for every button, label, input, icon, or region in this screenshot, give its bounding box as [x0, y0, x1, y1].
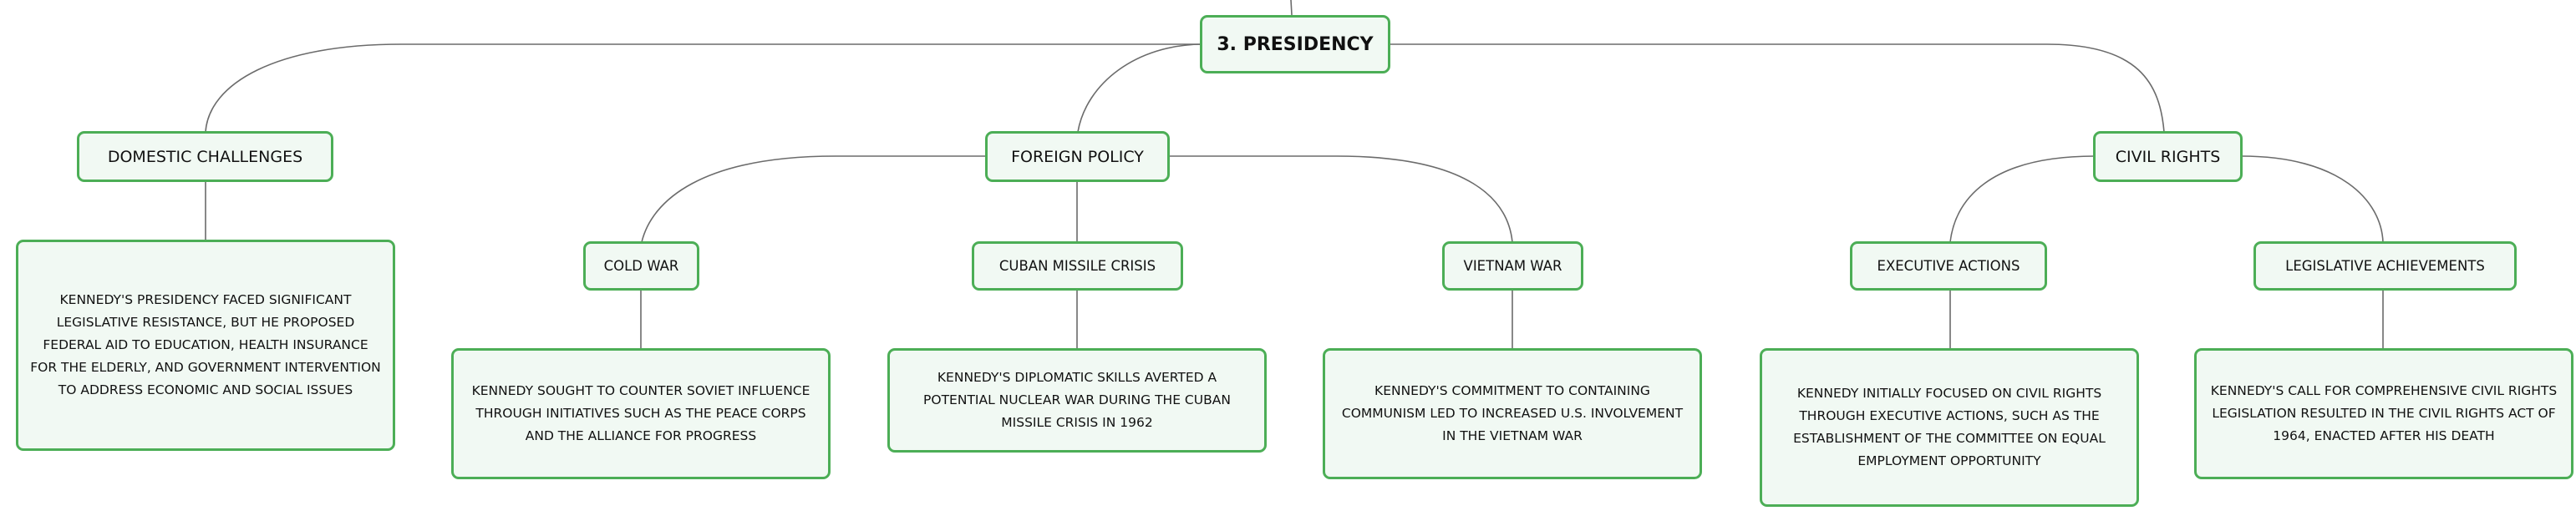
node-foreign-policy[interactable]: FOREIGN POLICY — [985, 131, 1170, 182]
node-cuban-missile-crisis[interactable]: CUBAN MISSILE CRISIS — [972, 241, 1183, 291]
detail-vietnam-war: KENNEDY'S COMMITMENT TO CONTAINING COMMU… — [1323, 348, 1702, 479]
node-cold-war[interactable]: COLD WAR — [583, 241, 699, 291]
node-domestic-challenges[interactable]: DOMESTIC CHALLENGES — [77, 131, 333, 182]
detail-executive-actions: KENNEDY INITIALLY FOCUSED ON CIVIL RIGHT… — [1760, 348, 2139, 507]
root-node-presidency[interactable]: 3. PRESIDENCY — [1200, 15, 1390, 73]
detail-legislative-achievements: KENNEDY'S CALL FOR COMPREHENSIVE CIVIL R… — [2194, 348, 2573, 479]
connector-parent — [1290, 0, 1293, 16]
node-legislative-achievements[interactable]: LEGISLATIVE ACHIEVEMENTS — [2253, 241, 2517, 291]
connector-root-foreign — [1077, 43, 1204, 133]
connector-foreign-coldwar — [641, 155, 986, 243]
node-executive-actions[interactable]: EXECUTIVE ACTIONS — [1850, 241, 2047, 291]
connector-civil-executive — [1949, 155, 2096, 243]
detail-cuban-missile-crisis: KENNEDY'S DIPLOMATIC SKILLS AVERTED A PO… — [887, 348, 1267, 453]
detail-domestic-challenges: KENNEDY'S PRESIDENCY FACED SIGNIFICANT L… — [16, 240, 395, 451]
connector-foreign-vietnam — [1168, 155, 1513, 243]
node-vietnam-war[interactable]: VIETNAM WAR — [1442, 241, 1583, 291]
connector-root-domestic — [205, 43, 1203, 133]
node-civil-rights[interactable]: CIVIL RIGHTS — [2093, 131, 2243, 182]
detail-cold-war: KENNEDY SOUGHT TO COUNTER SOVIET INFLUEN… — [451, 348, 831, 479]
connector-root-civil — [1387, 43, 2165, 133]
connector-civil-legislative — [2241, 155, 2384, 243]
